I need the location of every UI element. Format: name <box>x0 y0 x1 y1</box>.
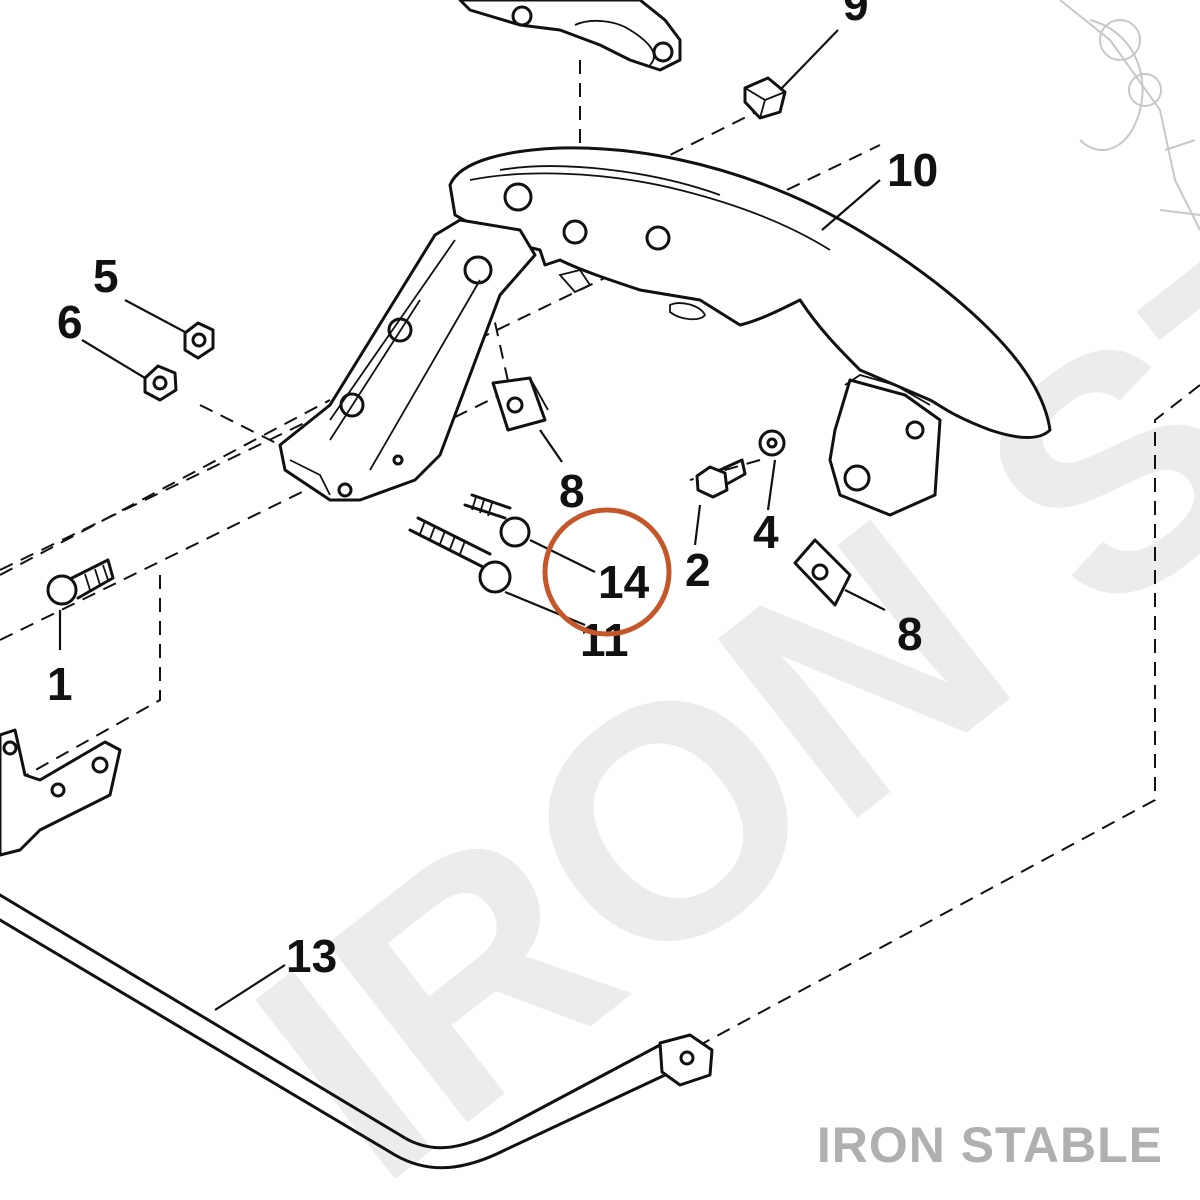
screw-1 <box>46 558 115 606</box>
hex-nut-5 <box>183 321 215 360</box>
fender-strut <box>278 218 537 502</box>
bolt-2 <box>695 458 747 499</box>
clip-nut-upper <box>491 376 549 432</box>
support-rail-13 <box>0 893 714 1170</box>
callout-13: 13 <box>286 930 337 982</box>
top-bracket-part <box>458 0 682 72</box>
callout-9: 9 <box>843 0 869 30</box>
callout-5: 5 <box>93 250 119 302</box>
callout-8-upper: 8 <box>559 465 585 517</box>
part-9-spacer <box>743 76 787 120</box>
highlight-ring <box>542 507 672 637</box>
brand-logo-text: IRON STABLE <box>817 1117 1163 1173</box>
callout-2: 2 <box>685 544 711 596</box>
screw-14 <box>463 493 531 548</box>
left-bracket <box>0 728 122 857</box>
washer-4 <box>758 429 786 457</box>
callout-8-lower: 8 <box>897 608 923 660</box>
clip-nut-lower <box>793 538 852 607</box>
callout-1: 1 <box>47 658 73 710</box>
callout-leaders <box>58 29 886 1011</box>
fender-rail-part-10 <box>448 146 1052 517</box>
background-frame-ghost <box>1059 0 1200 231</box>
callout-4: 4 <box>753 506 779 558</box>
screw-11 <box>408 516 512 594</box>
callout-10: 10 <box>887 144 938 196</box>
callout-6: 6 <box>57 296 83 348</box>
callout-labels: 1 2 4 5 6 8 8 9 10 11 13 14 <box>47 0 938 982</box>
hex-nut-6 <box>143 364 178 402</box>
callout-11: 11 <box>580 614 629 666</box>
callout-14: 14 <box>598 556 650 608</box>
